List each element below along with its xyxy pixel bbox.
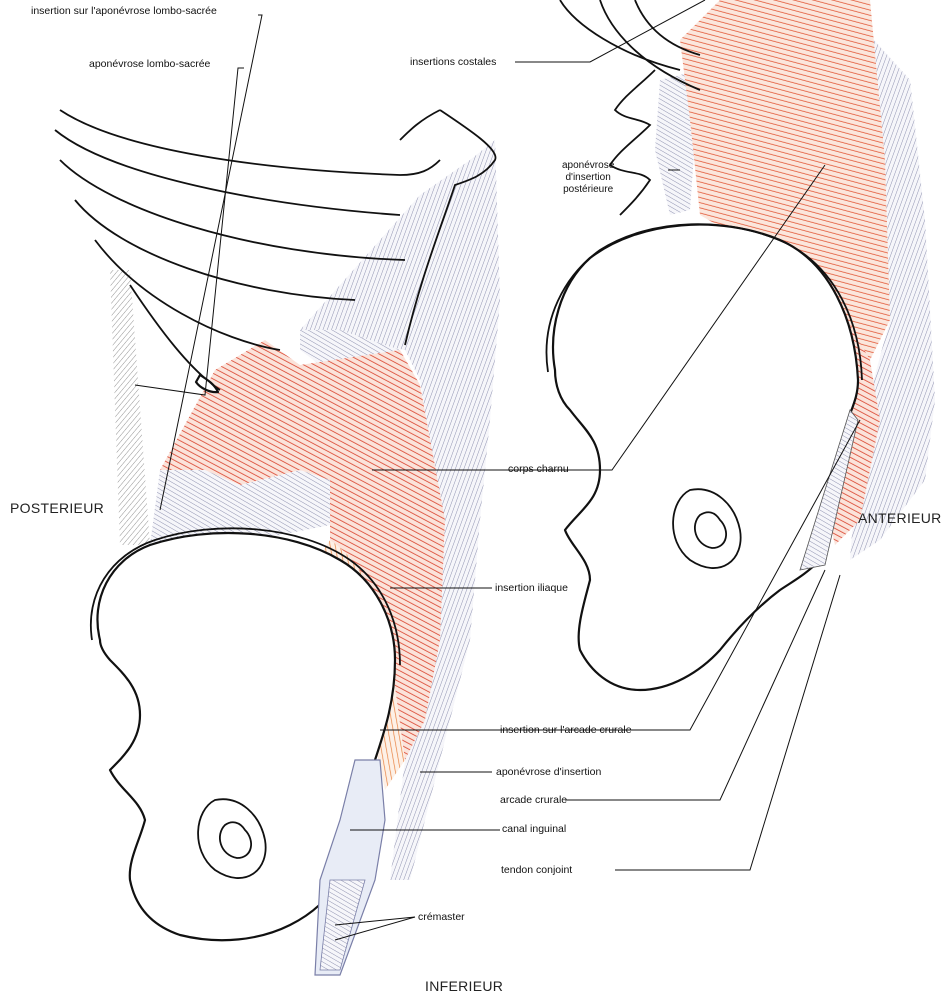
label-insertion-arcade-crurale: insertion sur l'arcade crurale: [500, 724, 632, 736]
lateral-view: [55, 110, 500, 975]
rib-left-3: [60, 160, 405, 260]
label-aponevrose-line1: aponévrose: [562, 160, 614, 172]
direction-posterieur: POSTERIEUR: [10, 500, 104, 516]
pelvis-right: [553, 225, 858, 690]
label-aponevrose-insertion-posterieure: aponévrose d'insertion postérieure: [562, 160, 614, 196]
anterior-view: [547, 0, 935, 690]
label-tendon-conjoint: tendon conjoint: [501, 864, 572, 876]
label-cremaster: crémaster: [418, 911, 465, 923]
lumbo-sacral-hatch: [110, 270, 150, 545]
rib-left-6: [130, 285, 220, 390]
label-insertion-iliaque: insertion iliaque: [495, 582, 568, 594]
rib-left-1: [60, 110, 440, 175]
label-aponevrose-line2: d'insertion: [562, 172, 614, 184]
vertebrae-right: [610, 70, 655, 215]
label-canal-inguinal: canal inguinal: [502, 823, 566, 835]
label-aponevrose-lombo-sacree: aponévrose lombo-sacrée: [89, 58, 210, 70]
label-corps-charnu: corps charnu: [508, 463, 569, 475]
direction-anterieur: ANTERIEUR: [858, 510, 942, 526]
label-aponevrose-insertion: aponévrose d'insertion: [496, 766, 601, 778]
rib-left-long: [400, 110, 440, 140]
label-aponevrose-line3: postérieure: [562, 184, 614, 196]
label-insertion-lombo-sacree: insertion sur l'aponévrose lombo-sacrée: [31, 5, 217, 17]
label-insertions-costales: insertions costales: [410, 56, 496, 68]
label-arcade-crurale: arcade crurale: [500, 794, 567, 806]
direction-inferieur: INFERIEUR: [425, 978, 503, 994]
